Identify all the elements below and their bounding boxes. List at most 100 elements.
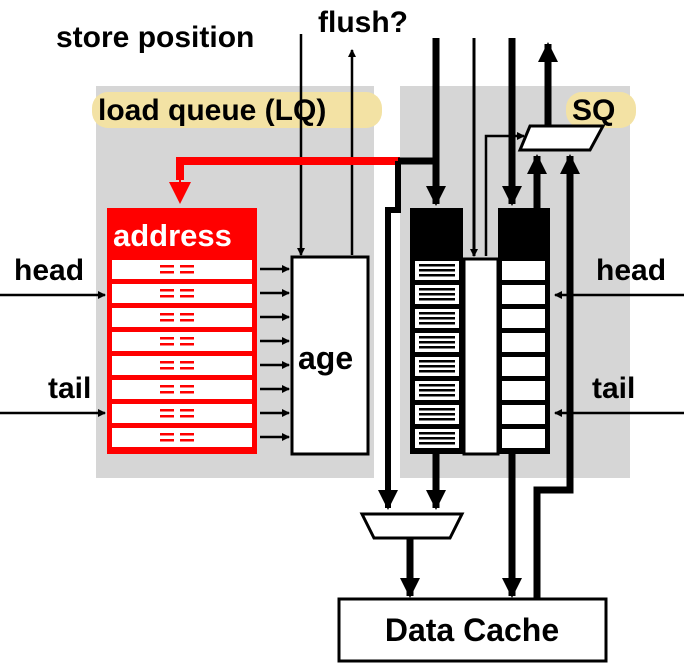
address-entry bbox=[112, 404, 252, 423]
bus-to-lower-mux-path bbox=[378, 161, 401, 510]
sq-row-mark bbox=[419, 264, 455, 267]
address-entry-cell bbox=[112, 260, 252, 279]
sq-data-row bbox=[502, 405, 545, 424]
entry-mark bbox=[160, 265, 174, 268]
sq-data-row bbox=[502, 333, 545, 352]
sq-data-row bbox=[502, 261, 545, 280]
load-queue-label-highlight bbox=[92, 92, 382, 128]
sq-address-row bbox=[415, 309, 459, 328]
sq-row-mark bbox=[419, 288, 455, 291]
sq-row-mark bbox=[419, 269, 455, 272]
sq-address-row bbox=[415, 381, 459, 400]
sq-address-row bbox=[415, 333, 459, 352]
sq-data-row bbox=[502, 309, 545, 328]
address-entry bbox=[112, 380, 252, 399]
address-entries bbox=[112, 260, 252, 447]
address-entry bbox=[112, 356, 252, 375]
sq-data-row bbox=[502, 381, 545, 400]
sq-row-mark bbox=[419, 336, 455, 339]
flush-label: flush? bbox=[318, 6, 408, 39]
sq-row-mark bbox=[419, 312, 455, 315]
address-entry bbox=[112, 308, 252, 327]
red-forward-path bbox=[176, 157, 400, 180]
entry-mark bbox=[180, 361, 194, 364]
entry-mark bbox=[160, 439, 174, 442]
sq-address-row bbox=[415, 261, 459, 280]
sq-row-mark bbox=[419, 437, 455, 440]
address-entry-cell bbox=[112, 332, 252, 351]
sq-data-rows bbox=[502, 261, 545, 448]
entry-mark bbox=[180, 343, 194, 346]
address-entry-cell bbox=[112, 284, 252, 303]
sq-address-row bbox=[415, 429, 459, 448]
entry-mark bbox=[160, 391, 174, 394]
address-entry-cell bbox=[112, 380, 252, 399]
sq-mux-select-line bbox=[484, 132, 525, 256]
data-cache-block bbox=[337, 597, 608, 663]
sq-row-mark bbox=[419, 365, 455, 368]
head-right-label: head bbox=[596, 254, 666, 287]
sq-row-mark bbox=[419, 274, 455, 277]
sq-data-row bbox=[502, 357, 545, 376]
address-entry-cell bbox=[112, 308, 252, 327]
sq-row-mark bbox=[419, 370, 455, 373]
entry-mark bbox=[160, 319, 174, 322]
sq-row-mark bbox=[419, 341, 455, 344]
entry-mark bbox=[180, 433, 194, 436]
entry-mark bbox=[160, 295, 174, 298]
sq-output-mux bbox=[517, 124, 606, 152]
sq-address-rows bbox=[415, 261, 459, 448]
entry-mark bbox=[180, 337, 194, 340]
address-entry-cell bbox=[112, 404, 252, 423]
sq-row-mark bbox=[419, 432, 455, 435]
entry-mark bbox=[180, 289, 194, 292]
entry-mark bbox=[180, 319, 194, 322]
entry-mark bbox=[180, 313, 194, 316]
sq-row-mark bbox=[419, 442, 455, 445]
sq-middle-column bbox=[462, 257, 500, 456]
sq-row-mark bbox=[419, 389, 455, 392]
sq-row-mark bbox=[419, 394, 455, 397]
entry-mark bbox=[160, 415, 174, 418]
entry-mark bbox=[160, 343, 174, 346]
entry-mark bbox=[180, 265, 194, 268]
cache-input-mux bbox=[359, 512, 465, 540]
sq-address-row bbox=[415, 357, 459, 376]
address-to-age-arrows bbox=[260, 265, 290, 441]
sq-label: SQ bbox=[572, 94, 615, 127]
address-entry-cell bbox=[112, 428, 252, 447]
address-entry-cell bbox=[112, 356, 252, 375]
entry-mark bbox=[180, 409, 194, 412]
cache-to-mux-path bbox=[533, 154, 580, 598]
sq-row-mark bbox=[419, 322, 455, 325]
entry-mark bbox=[160, 361, 174, 364]
address-entry bbox=[112, 284, 252, 303]
entry-mark bbox=[160, 409, 174, 412]
load-queue-label: load queue (LQ) bbox=[98, 94, 326, 127]
store-position-label: store position bbox=[56, 21, 254, 54]
sq-row-mark bbox=[419, 298, 455, 301]
entry-mark bbox=[160, 289, 174, 292]
tail-left-label: tail bbox=[48, 372, 91, 405]
sq-row-mark bbox=[419, 418, 455, 421]
entry-mark bbox=[160, 337, 174, 340]
sq-row-mark bbox=[419, 346, 455, 349]
entry-mark bbox=[160, 271, 174, 274]
entry-mark bbox=[160, 433, 174, 436]
entry-mark bbox=[180, 391, 194, 394]
sq-row-mark bbox=[419, 413, 455, 416]
sq-row-mark bbox=[419, 408, 455, 411]
sq-row-mark bbox=[419, 317, 455, 320]
entry-mark bbox=[180, 415, 194, 418]
head-left-label: head bbox=[14, 254, 84, 287]
sq-data-row bbox=[502, 429, 545, 448]
sq-address-row bbox=[415, 285, 459, 304]
entry-mark bbox=[180, 367, 194, 370]
sq-label-highlight bbox=[566, 92, 636, 128]
sq-address-row bbox=[415, 405, 459, 424]
age-label: age bbox=[298, 340, 353, 376]
address-entry bbox=[112, 332, 252, 351]
sq-row-mark bbox=[419, 384, 455, 387]
address-label: address bbox=[113, 218, 232, 253]
